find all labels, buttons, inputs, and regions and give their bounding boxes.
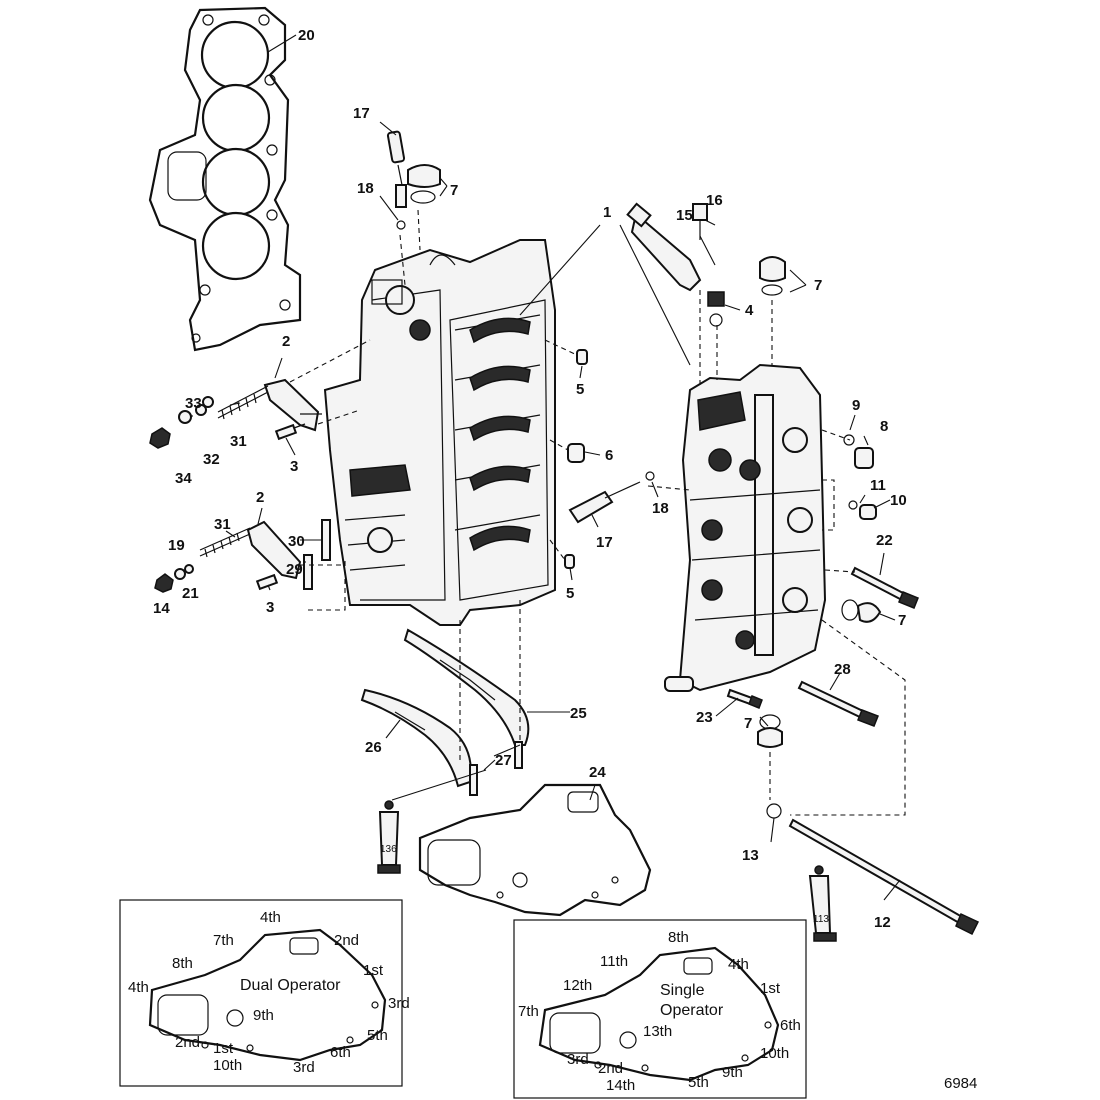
dual-seq-1st-low: 1st — [213, 1040, 234, 1057]
dual-seq-7th: 7th — [213, 932, 234, 949]
callout-25: 25 — [570, 705, 587, 722]
single-seq-14th: 14th — [606, 1077, 635, 1094]
sealant-tube-113-label: 113 — [813, 914, 829, 925]
dual-seq-9th: 9th — [253, 1007, 274, 1024]
single-seq-4th: 4th — [728, 956, 749, 973]
callout-10: 10 — [890, 492, 907, 509]
single-operator-title-1: Single — [660, 982, 705, 999]
dual-operator-title: Dual Operator — [240, 977, 341, 994]
callout-20: 20 — [298, 27, 315, 44]
callout-6: 6 — [605, 447, 613, 464]
callout-18: 18 — [652, 500, 669, 517]
callout-17: 17 — [596, 534, 613, 551]
callout-labels: 20 17 18 7 1 15 16 7 4 2 33 31 32 34 3 5… — [153, 27, 907, 931]
callout-5: 5 — [566, 585, 574, 602]
callout-30: 30 — [288, 533, 305, 550]
callout-33: 33 — [185, 395, 202, 412]
callout-5: 5 — [576, 381, 584, 398]
dual-seq-8th: 8th — [172, 955, 193, 972]
sealant-tube-113 — [808, 865, 837, 942]
sealant-tube-136-label: 136 — [380, 844, 397, 855]
callout-3: 3 — [266, 599, 274, 616]
callout-32: 32 — [203, 451, 220, 468]
callout-19: 19 — [168, 537, 185, 554]
figure-number: 6984 — [944, 1075, 977, 1092]
callout-15: 15 — [676, 207, 693, 224]
callout-21: 21 — [182, 585, 199, 602]
callout-3: 3 — [290, 458, 298, 475]
single-seq-11th: 11th — [600, 953, 628, 970]
callout-28: 28 — [834, 661, 851, 678]
single-seq-9th: 9th — [722, 1064, 743, 1081]
upper-bracket-assembly — [149, 378, 322, 449]
dual-seq-3rd-low: 3rd — [293, 1059, 315, 1076]
lower-gasket — [418, 783, 652, 917]
callout-7: 7 — [450, 182, 458, 199]
chain-guides — [360, 628, 530, 796]
single-seq-7th: 7th — [518, 1003, 539, 1020]
long-bolt — [766, 803, 980, 936]
callout-1: 1 — [603, 204, 611, 221]
dual-seq-3rd: 3rd — [388, 995, 410, 1012]
dowel-pins — [564, 349, 877, 569]
assembly-dashed-lines — [289, 209, 906, 816]
single-seq-3rd: 3rd — [567, 1051, 589, 1068]
callout-34: 34 — [175, 470, 192, 487]
single-seq-10th: 10th — [760, 1045, 789, 1062]
leader-lines — [190, 34, 901, 901]
dual-operator-inset: Dual Operator 4th 7th 2nd 8th 1st 4th 3r… — [119, 899, 410, 1087]
sealant-tube-136 — [377, 800, 401, 874]
callout-12: 12 — [874, 914, 891, 931]
callout-2: 2 — [282, 333, 290, 350]
single-seq-13th: 13th — [643, 1023, 672, 1040]
callout-4: 4 — [745, 302, 754, 319]
dual-seq-6th: 6th — [330, 1044, 351, 1061]
callout-27: 27 — [495, 752, 512, 769]
callout-16: 16 — [706, 192, 723, 209]
right-top-fittings — [626, 202, 786, 327]
dual-seq-4th-top: 4th — [260, 909, 281, 926]
single-operator-inset: Single Operator 8th 11th 4th 12th 1st 7t… — [513, 919, 807, 1099]
single-seq-6th: 6th — [780, 1017, 801, 1034]
callout-8: 8 — [880, 418, 888, 435]
middle-temperature-sensor — [568, 471, 655, 524]
callout-26: 26 — [365, 739, 382, 756]
single-operator-title-2: Operator — [660, 1002, 724, 1019]
dual-seq-10th: 10th — [213, 1057, 242, 1074]
cylinder-head — [664, 363, 827, 692]
single-seq-5th: 5th — [688, 1074, 709, 1091]
callout-17: 17 — [353, 105, 370, 122]
single-seq-12th: 12th — [563, 977, 592, 994]
lower-bracket-assembly — [154, 519, 331, 593]
dual-seq-1st: 1st — [363, 962, 384, 979]
dual-seq-4th-left: 4th — [128, 979, 149, 996]
dual-seq-2nd-low: 2nd — [175, 1034, 200, 1051]
callout-2: 2 — [256, 489, 264, 506]
single-seq-2nd: 2nd — [598, 1060, 623, 1077]
single-seq-1st: 1st — [760, 980, 781, 997]
callout-31: 31 — [230, 433, 247, 450]
callout-14: 14 — [153, 600, 170, 617]
head-bolts — [726, 566, 919, 748]
dual-seq-2nd: 2nd — [334, 932, 359, 949]
cylinder-block — [323, 239, 556, 626]
callout-7: 7 — [744, 715, 752, 732]
callout-23: 23 — [696, 709, 713, 726]
callout-24: 24 — [589, 764, 606, 781]
cylinder-head-gasket — [148, 6, 302, 352]
callout-11: 11 — [870, 477, 886, 494]
callout-7: 7 — [814, 277, 822, 294]
dual-seq-5th: 5th — [367, 1027, 388, 1044]
callout-13: 13 — [742, 847, 759, 864]
callout-9: 9 — [852, 397, 860, 414]
callout-7: 7 — [898, 612, 906, 629]
callout-31: 31 — [214, 516, 231, 533]
callout-22: 22 — [876, 532, 893, 549]
callout-29: 29 — [286, 561, 303, 578]
callout-18: 18 — [357, 180, 374, 197]
single-seq-8th: 8th — [668, 929, 689, 946]
upper-temperature-sensor — [386, 130, 441, 230]
